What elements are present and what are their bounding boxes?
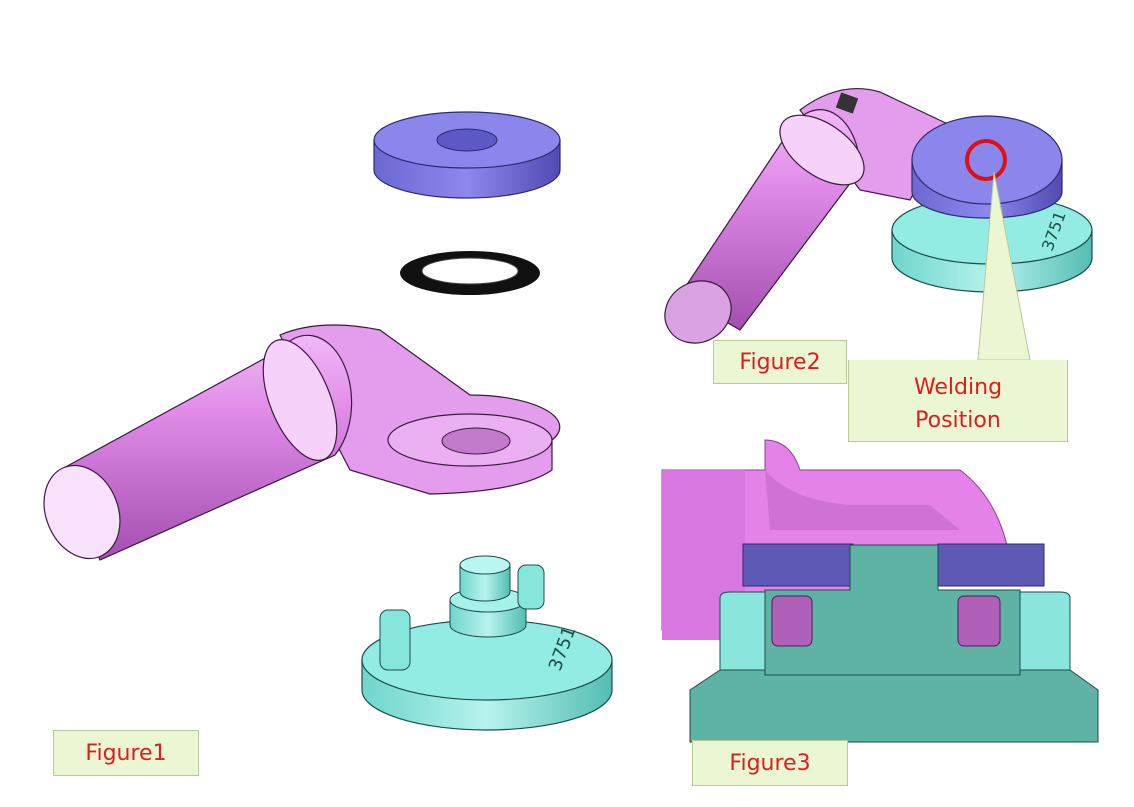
washer-part <box>373 111 561 199</box>
figure1-label: Figure1 <box>53 730 199 776</box>
figure3-label: Figure3 <box>692 740 848 786</box>
welding-label-line2: Position <box>915 407 1001 433</box>
figure1-exploded-view: 3751 <box>43 111 613 731</box>
washer-assembled <box>911 115 1063 219</box>
washer-section-right <box>937 543 1045 587</box>
figure3-section-view <box>661 439 1099 743</box>
figure2-label: Figure2 <box>713 340 847 384</box>
pin-arm-part <box>43 324 561 561</box>
welding-position-callout: Welding Position <box>848 360 1068 442</box>
washer-section-left <box>742 543 854 587</box>
ring-section-left <box>771 595 813 647</box>
figure2-assembled-view: 3751 <box>664 87 1093 361</box>
ring-section-right <box>957 595 1001 647</box>
seal-ring-part <box>400 251 540 295</box>
welding-label-line1: Welding <box>913 374 1003 400</box>
base-section <box>764 544 1021 676</box>
base-nut-part: 3751 <box>361 555 613 731</box>
weld-marker <box>965 139 1007 181</box>
